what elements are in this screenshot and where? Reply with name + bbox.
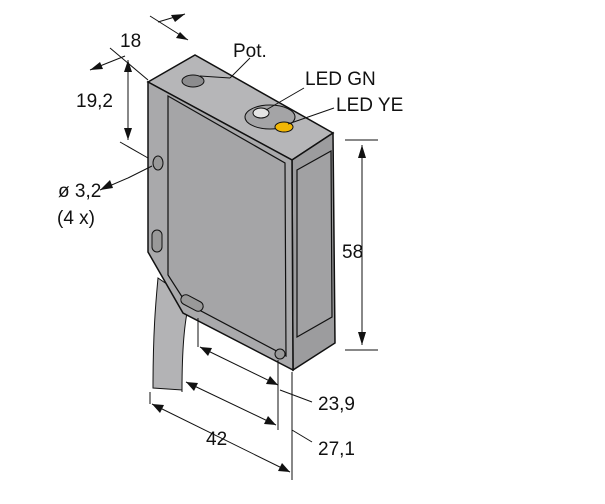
hole-diameter-label: ø 3,2 [58, 181, 102, 202]
connector-slot [180, 294, 204, 312]
dim-27-1-label: 27,1 [318, 439, 355, 460]
led-ye [274, 121, 294, 133]
led-gn [252, 107, 270, 119]
front-panel [167, 94, 287, 357]
dim-height-label: 58 [342, 242, 364, 263]
dim-offset-label: 19,2 [76, 91, 113, 112]
dim-23-9-label: 23,9 [318, 394, 355, 415]
hole-count-label: (4 x) [57, 208, 95, 229]
pot-label: Pot. [233, 41, 267, 62]
led-gn-label: LED GN [305, 69, 376, 90]
side-window [296, 149, 333, 339]
potentiometer [181, 74, 205, 88]
dim-depth-label: 42 [206, 429, 228, 450]
dim-width-label: 18 [120, 31, 142, 52]
mount-slot [151, 229, 163, 253]
mount-hole [152, 155, 164, 171]
led-ye-label: LED YE [336, 95, 404, 116]
mount-hole [274, 348, 286, 360]
